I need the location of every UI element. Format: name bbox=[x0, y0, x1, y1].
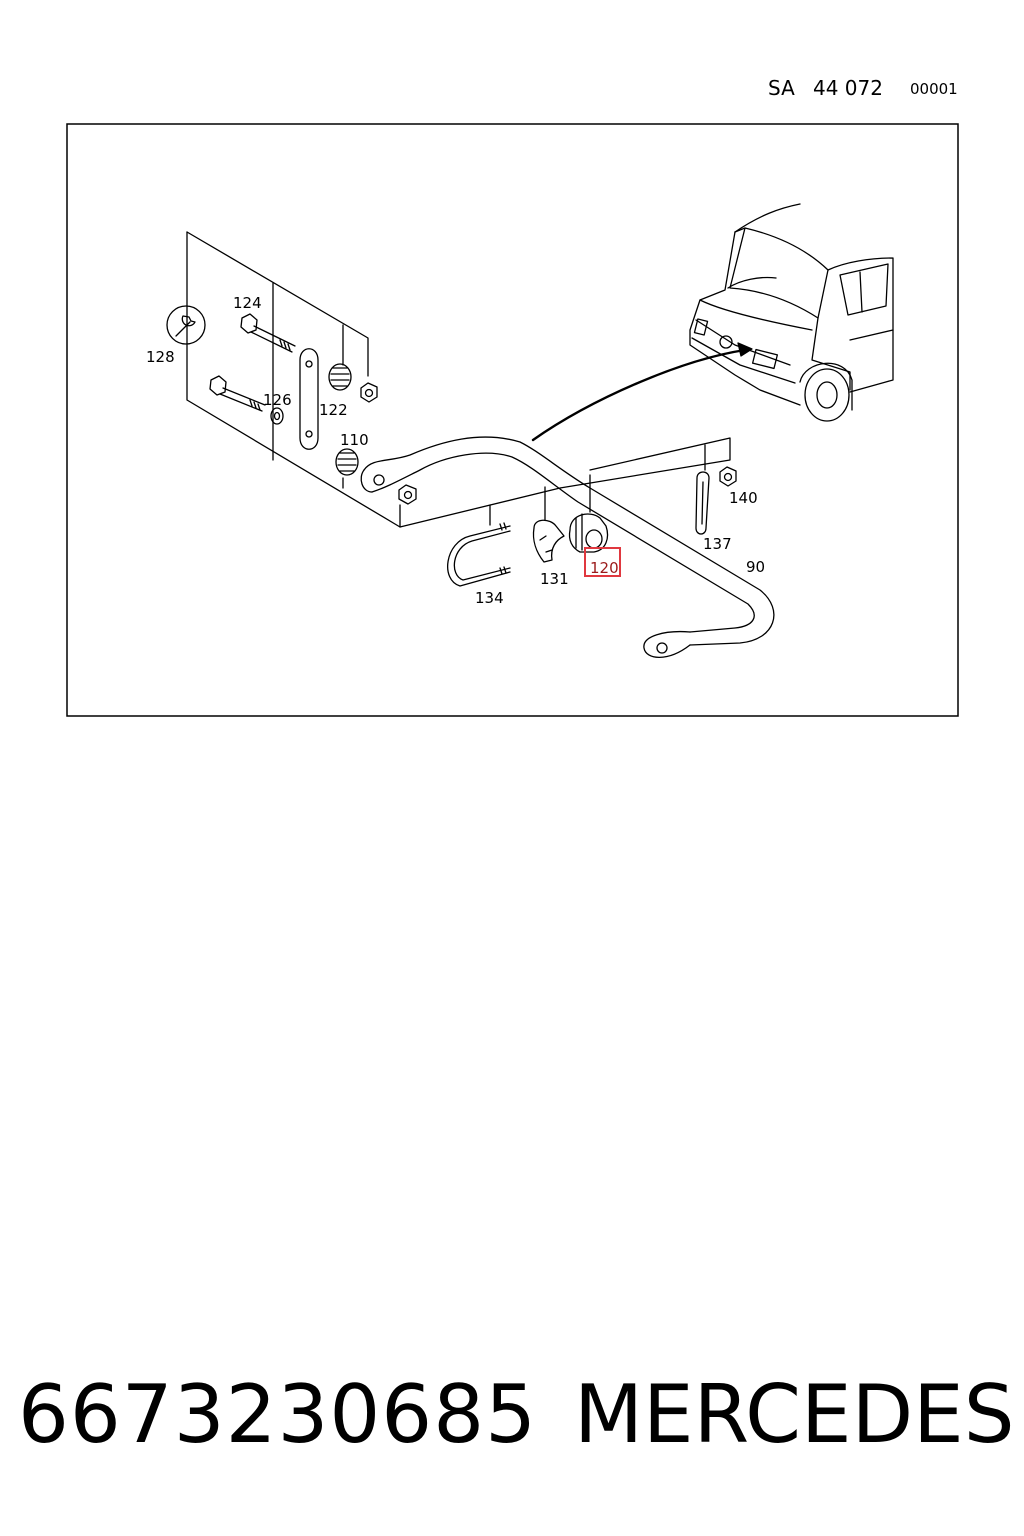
callout-134: 134 bbox=[475, 589, 504, 607]
bolt-124 bbox=[240, 313, 296, 353]
washer-126 bbox=[270, 407, 284, 425]
callout-120-highlighted: 120 bbox=[590, 559, 619, 577]
callout-140: 140 bbox=[729, 489, 758, 507]
rubber-bushing-110 bbox=[335, 448, 359, 476]
wrench-icon bbox=[166, 305, 206, 345]
clamp-131 bbox=[532, 519, 565, 563]
part-footer: 6673230685 MERCEDES bbox=[18, 1368, 1015, 1468]
link-plate-122 bbox=[299, 348, 319, 450]
sheet-header: SA 44 072 00001 bbox=[0, 74, 1024, 104]
sheet-page-number: 00001 bbox=[910, 80, 958, 98]
bolt-lower bbox=[209, 375, 266, 412]
brand-name: MERCEDES bbox=[574, 1368, 1015, 1461]
sheet-group-number: 44 072 bbox=[813, 76, 883, 100]
van-illustration bbox=[689, 203, 894, 422]
location-arrow bbox=[531, 342, 753, 442]
callout-137: 137 bbox=[703, 535, 732, 553]
stabilizer-bar-90 bbox=[360, 436, 775, 659]
callout-122: 122 bbox=[319, 401, 348, 419]
callout-128: 128 bbox=[146, 348, 175, 366]
callout-90: 90 bbox=[746, 558, 765, 576]
u-bolt-134 bbox=[447, 522, 511, 587]
diagram-frame bbox=[66, 123, 959, 717]
parts-diagram: 124 128 126 122 110 140 137 90 134 131 1… bbox=[66, 123, 959, 717]
callout-131: 131 bbox=[540, 570, 569, 588]
callout-110: 110 bbox=[340, 431, 369, 449]
sheet-prefix: SA bbox=[768, 76, 795, 100]
callout-124: 124 bbox=[233, 294, 262, 312]
rubber-bushing-upper bbox=[328, 363, 352, 391]
nut-lower bbox=[398, 484, 417, 505]
nut-upper bbox=[360, 382, 378, 403]
nut-140 bbox=[719, 466, 737, 487]
highlight-box bbox=[584, 547, 621, 577]
mounting-plane-outline bbox=[186, 231, 731, 528]
mounting-plane-top-edge bbox=[186, 231, 369, 377]
bushing-120 bbox=[568, 513, 609, 553]
part-number: 6673230685 bbox=[18, 1368, 537, 1461]
link-137 bbox=[695, 471, 710, 535]
callout-126: 126 bbox=[263, 391, 292, 409]
